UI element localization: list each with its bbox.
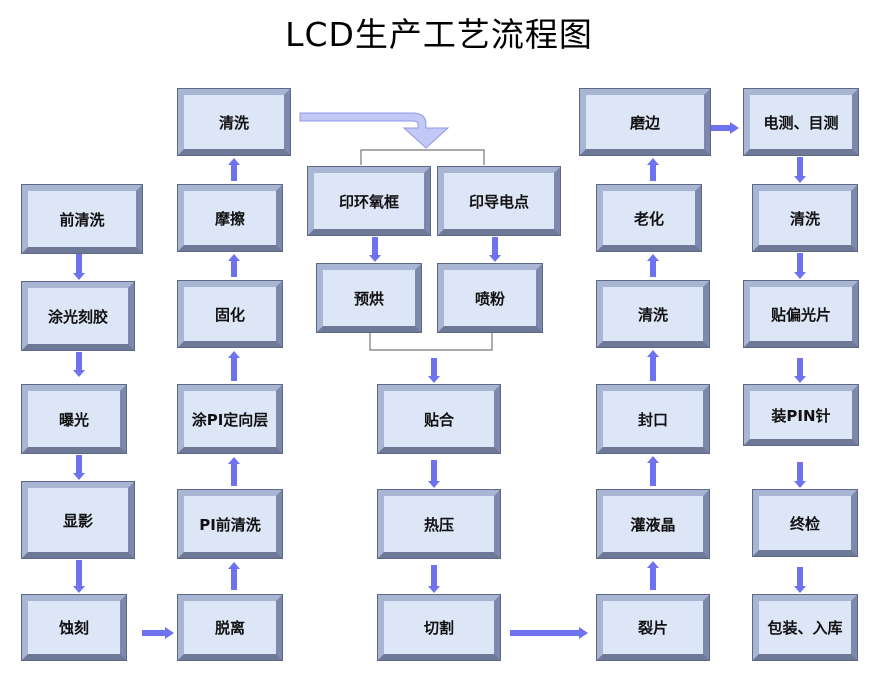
- step-final-inspection: 终检: [752, 489, 858, 557]
- merge-bracket: [369, 333, 493, 351]
- step-coat-photoresist: 涂光刻胶: [21, 281, 135, 351]
- step-spray-powder: 喷粉: [437, 263, 543, 333]
- arrow-press-to-cut: [428, 565, 440, 593]
- step-print-conductive-dots: 印导电点: [437, 166, 561, 236]
- arrow-coat-to-exposure: [73, 352, 85, 377]
- step-hot-press: 热压: [377, 489, 501, 559]
- step-cure: 固化: [177, 280, 283, 348]
- page-title: LCD生产工艺流程图: [285, 15, 593, 54]
- arrow-rub-to-clean: [228, 158, 240, 181]
- arrow-coat-pi-to-cure: [228, 351, 240, 381]
- step-etch: 蚀刻: [21, 594, 127, 661]
- step-clean-3: 清洗: [752, 184, 858, 252]
- arrow-pin-to-final: [794, 462, 806, 488]
- step-rub: 摩擦: [177, 184, 283, 252]
- arrow-fill-to-seal: [647, 456, 659, 486]
- step-aging: 老化: [596, 184, 702, 252]
- step-attach-polarizer: 贴偏光片: [743, 280, 859, 348]
- arrow-polarizer-to-pin: [794, 358, 806, 383]
- step-coat-pi-alignment: 涂PI定向层: [177, 384, 283, 454]
- arrow-develop-to-etch: [73, 560, 85, 593]
- step-exposure: 曝光: [21, 384, 127, 454]
- step-clean-2: 清洗: [596, 280, 710, 348]
- step-fill-liquid-crystal: 灌液晶: [596, 489, 710, 559]
- step-clean-1: 清洗: [177, 88, 291, 156]
- step-electrical-visual-test: 电测、目测: [743, 88, 859, 156]
- arrow-final-to-package: [794, 567, 806, 593]
- arrow-seal-to-clean: [647, 350, 659, 381]
- step-cut: 切割: [377, 594, 501, 661]
- arrow-pre-clean-to-coat: [73, 254, 85, 280]
- step-break: 裂片: [596, 594, 710, 661]
- step-strip: 脱离: [177, 594, 283, 661]
- bent-arrow: [299, 112, 450, 149]
- step-seal: 封口: [596, 384, 710, 454]
- arrow-strip-to-pi-clean: [228, 562, 240, 590]
- arrow-epoxy-to-prebake: [369, 237, 381, 262]
- arrow-laminate-to-press: [428, 460, 440, 488]
- step-pre-bake: 预烘: [316, 263, 422, 333]
- arrow-test-to-clean: [794, 157, 806, 183]
- arrow-aging-to-grind: [647, 158, 659, 181]
- arrow-cut-to-break: [510, 627, 588, 639]
- arrow-cure-to-rub: [228, 254, 240, 277]
- arrow-pi-clean-to-coat-pi: [228, 457, 240, 486]
- arrow-break-to-fill: [647, 561, 659, 590]
- arrow-dots-to-powder: [489, 237, 501, 262]
- arrow-etch-to-strip: [142, 627, 174, 639]
- step-package-warehouse: 包装、入库: [752, 594, 858, 661]
- arrow-exposure-to-develop: [73, 455, 85, 480]
- step-print-epoxy-frame: 印环氧框: [307, 166, 431, 236]
- arrow-merge-to-laminate: [428, 358, 440, 383]
- step-laminate: 贴合: [377, 384, 501, 454]
- step-install-pin: 装PIN针: [743, 384, 859, 446]
- flow-arrows: [73, 122, 806, 639]
- step-pre-clean: 前清洗: [21, 184, 143, 254]
- arrow-clean-to-aging: [647, 254, 659, 277]
- arrow-clean-to-polarizer: [794, 253, 806, 279]
- arrow-grind-to-test: [711, 122, 739, 134]
- split-bracket: [360, 149, 485, 165]
- step-develop: 显影: [21, 481, 135, 559]
- step-edge-grind: 磨边: [579, 88, 711, 156]
- step-pi-pre-clean: PI前清洗: [177, 489, 283, 559]
